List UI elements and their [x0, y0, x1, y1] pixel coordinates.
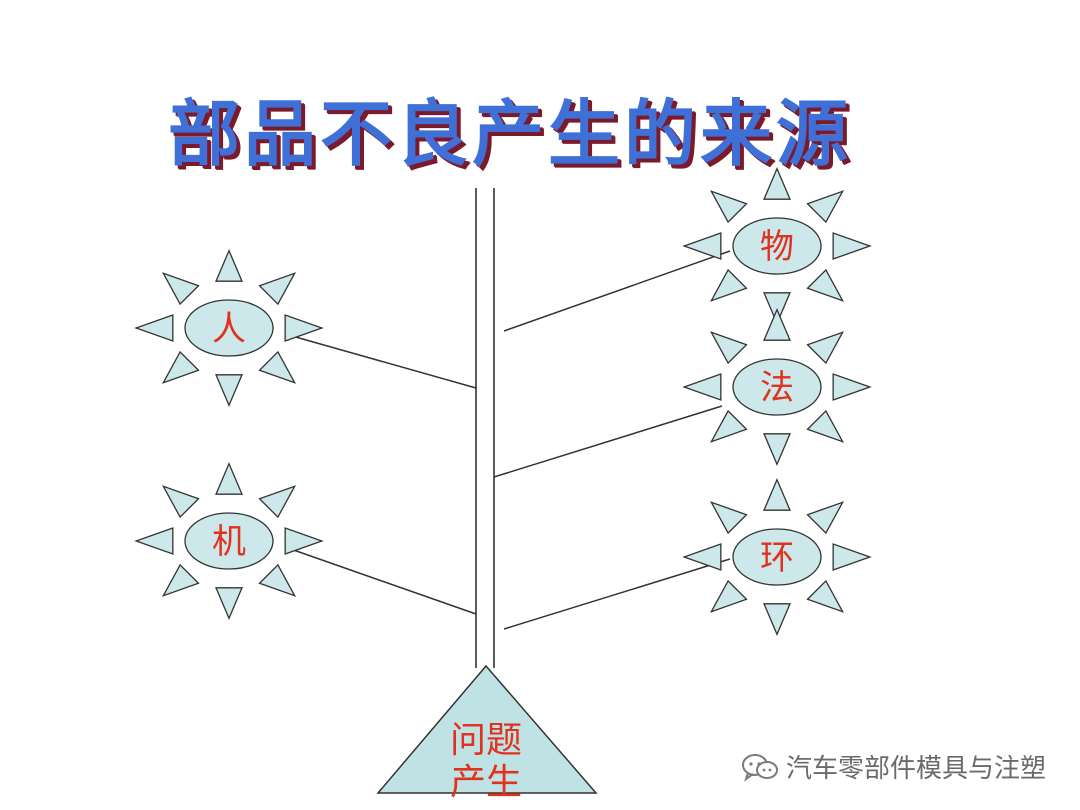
sun-ray	[161, 563, 200, 597]
sun-body	[732, 217, 822, 275]
sun-ray	[806, 501, 845, 535]
connector-machine	[284, 546, 477, 615]
sun-ray	[709, 501, 748, 535]
sun-label-material: 物	[760, 227, 794, 267]
sun-ray	[258, 563, 297, 597]
sun-node-method: 法	[682, 307, 872, 467]
sun-ray	[763, 477, 791, 511]
connector-material	[503, 250, 731, 332]
sun-body	[184, 512, 274, 570]
root-triangle: 问题 产生	[376, 664, 598, 803]
sun-ray	[832, 373, 872, 401]
sun-label-environment: 环	[760, 538, 794, 578]
root-label-line2: 产生	[450, 762, 522, 803]
chat-bubbles-icon	[741, 753, 778, 782]
sun-ray	[832, 232, 872, 260]
sun-label-person: 人	[212, 309, 246, 349]
sun-ray	[806, 190, 845, 224]
sun-ray	[284, 527, 324, 555]
watermark-text: 汽车零部件模具与注塑	[785, 754, 1046, 784]
sun-node-machine: 机	[134, 461, 324, 621]
sun-ray	[709, 409, 748, 443]
sun-ray	[763, 166, 791, 200]
sun-body	[732, 358, 822, 416]
connector-lines	[284, 250, 731, 630]
sun-ray	[161, 485, 200, 519]
sun-ray	[215, 587, 243, 621]
sun-ray	[161, 272, 200, 306]
sun-ray	[258, 350, 297, 384]
sun-body	[184, 299, 274, 357]
sun-ray	[763, 433, 791, 467]
sun-ray	[806, 268, 845, 302]
sun-ray	[215, 374, 243, 408]
sun-ray	[258, 272, 297, 306]
sun-ray	[709, 190, 748, 224]
watermark: 汽车零部件模具与注塑	[740, 748, 1046, 785]
connector-method	[493, 405, 723, 478]
sun-ray	[763, 603, 791, 637]
connector-environment	[503, 558, 731, 630]
root-label-line1: 问题	[450, 720, 522, 761]
sun-ray	[682, 543, 722, 571]
sun-ray	[682, 232, 722, 260]
sun-ray	[806, 579, 845, 613]
sun-label-machine: 机	[212, 522, 246, 562]
sun-ray	[284, 314, 324, 342]
sun-ray	[215, 461, 243, 495]
spine	[475, 188, 495, 668]
sun-ray	[806, 409, 845, 443]
sun-ray	[709, 268, 748, 302]
sun-ray	[134, 314, 174, 342]
sun-ray	[806, 331, 845, 365]
sun-body	[732, 528, 822, 586]
sun-ray	[134, 527, 174, 555]
sun-ray	[763, 307, 791, 341]
connector-person	[284, 333, 477, 389]
sun-ray	[682, 373, 722, 401]
sun-label-method: 法	[760, 368, 794, 408]
sun-ray	[709, 579, 748, 613]
sun-nodes: 人机 物法环	[134, 166, 872, 637]
sun-ray	[709, 331, 748, 365]
sun-node-environment: 环	[682, 477, 872, 637]
sun-ray	[832, 543, 872, 571]
sun-ray	[215, 248, 243, 282]
diagram-title: 部品不良产生的来源	[167, 92, 852, 176]
sun-ray	[258, 485, 297, 519]
sun-node-material: 物	[682, 166, 872, 326]
sun-ray	[161, 350, 200, 384]
sun-node-person: 人	[134, 248, 324, 408]
